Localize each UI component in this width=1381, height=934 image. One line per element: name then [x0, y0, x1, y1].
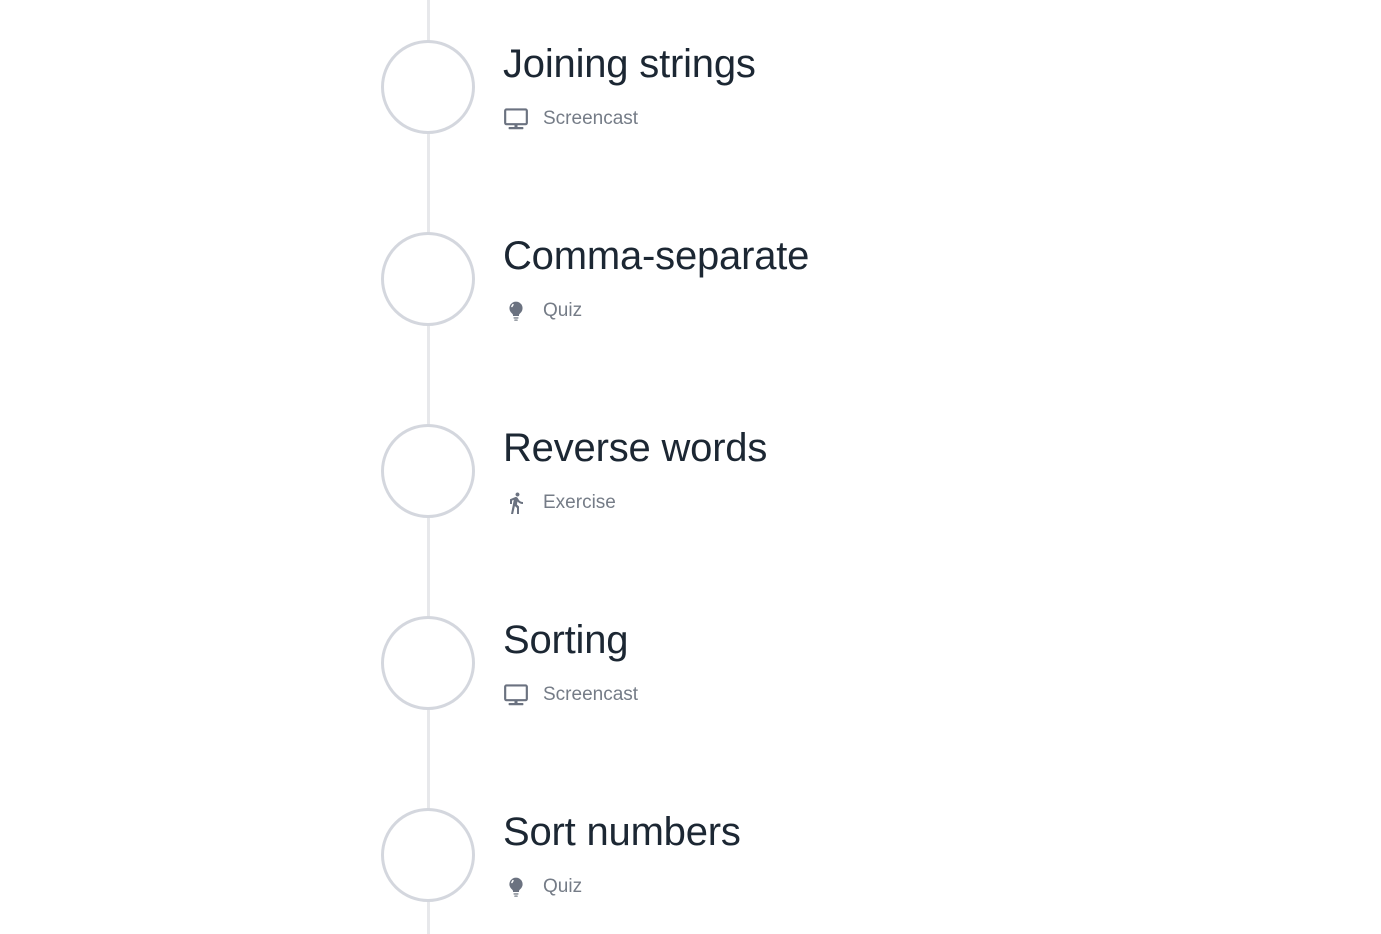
lesson-type-label: Screencast — [543, 108, 639, 129]
lesson-item[interactable]: Reverse words Exercise — [381, 424, 809, 518]
lesson-title[interactable]: Joining strings — [503, 42, 756, 86]
lesson-type-label: Quiz — [543, 300, 583, 321]
lesson-meta: Exercise — [503, 490, 767, 516]
lesson-title[interactable]: Comma-separate — [503, 234, 810, 278]
lesson-node-circle[interactable] — [381, 424, 475, 518]
lesson-item[interactable]: Joining strings Screencast — [381, 40, 809, 134]
lesson-content: Reverse words Exercise — [503, 424, 767, 516]
quiz-icon — [503, 298, 529, 324]
lesson-meta: Quiz — [503, 298, 809, 324]
lesson-node-circle[interactable] — [381, 616, 475, 710]
screencast-icon — [503, 106, 529, 132]
lesson-meta: Screencast — [503, 682, 638, 708]
lesson-content: Comma-separate Quiz — [503, 232, 809, 324]
lesson-type-label: Quiz — [543, 876, 583, 897]
lesson-node-circle[interactable] — [381, 808, 475, 902]
lesson-type-label: Exercise — [543, 492, 616, 513]
lesson-node-circle[interactable] — [381, 232, 475, 326]
lesson-title[interactable]: Sort numbers — [503, 810, 741, 854]
lesson-content: Sort numbers Quiz — [503, 808, 741, 900]
lesson-item[interactable]: Sorting Screencast — [381, 616, 809, 710]
lesson-item[interactable]: Comma-separate Quiz — [381, 232, 809, 326]
lesson-node-circle[interactable] — [381, 40, 475, 134]
quiz-icon — [503, 874, 529, 900]
exercise-icon — [503, 490, 529, 516]
screencast-icon — [503, 682, 529, 708]
lesson-type-label: Screencast — [543, 684, 639, 705]
lesson-content: Joining strings Screencast — [503, 40, 756, 132]
lesson-timeline: Joining strings Screencast Comma-s — [381, 40, 809, 902]
lesson-content: Sorting Screencast — [503, 616, 638, 708]
lesson-title[interactable]: Reverse words — [503, 426, 768, 470]
lesson-meta: Quiz — [503, 874, 741, 900]
lesson-item[interactable]: Sort numbers Quiz — [381, 808, 809, 902]
lesson-title[interactable]: Sorting — [503, 618, 629, 662]
lesson-meta: Screencast — [503, 106, 756, 132]
